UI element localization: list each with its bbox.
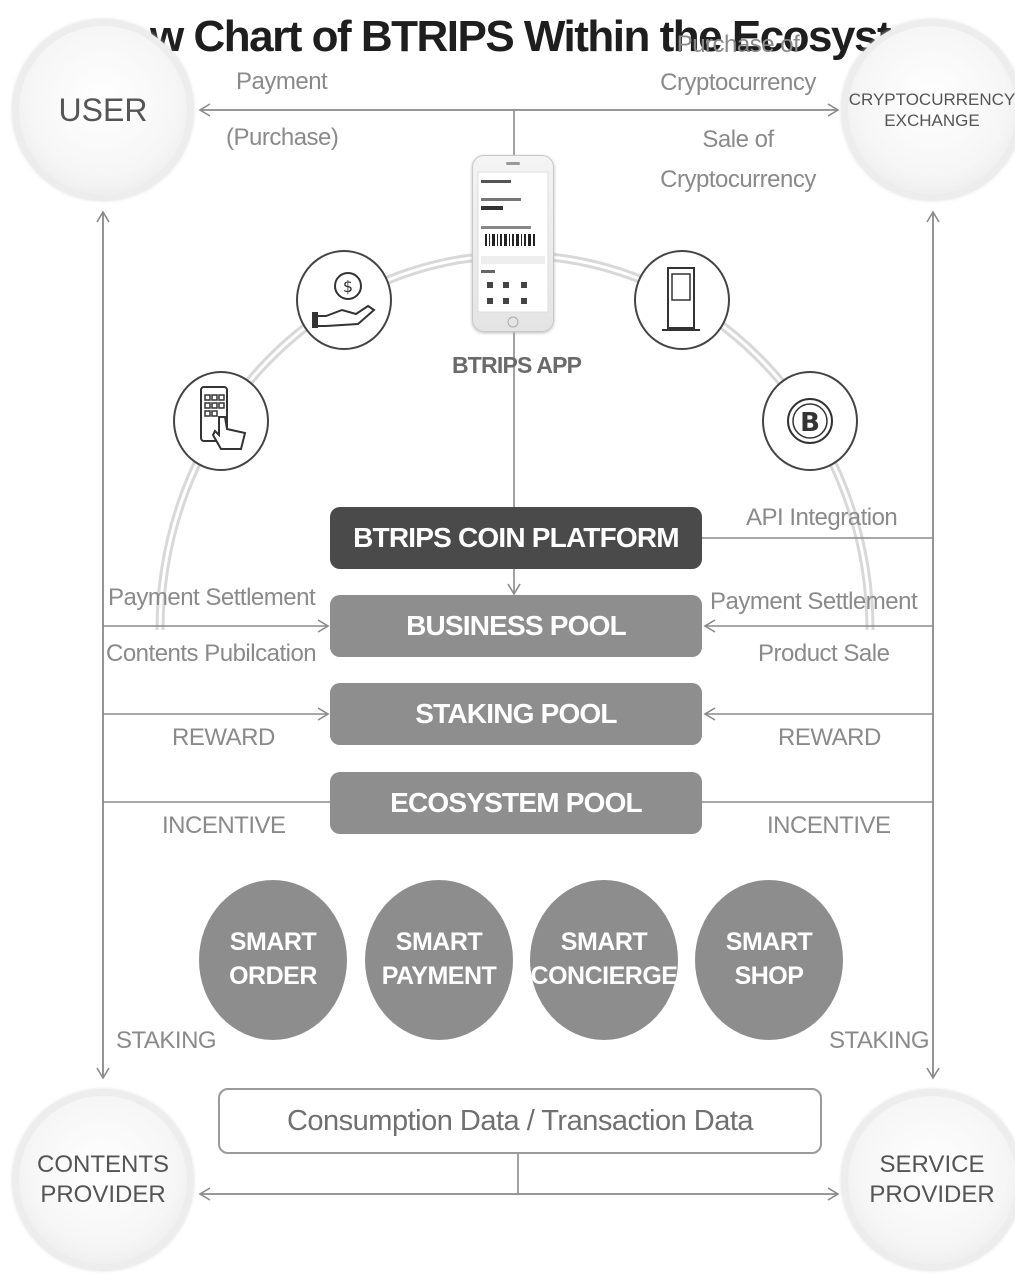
payment-settlement-right-label: Payment Settlement	[710, 588, 918, 615]
reward-right-label: REWARD	[778, 724, 881, 751]
contents-publication-label: Contents Pubilcation	[106, 640, 317, 667]
smart-shop-label: SMART SHOP	[725, 928, 813, 990]
exchange-label: CRYPTOCURRENCY EXCHANGE	[848, 89, 1015, 130]
reward-left-label: REWARD	[172, 724, 275, 751]
user-label: USER	[58, 92, 148, 128]
product-sale-label: Product Sale	[758, 640, 890, 667]
smart-order-label: SMART ORDER	[229, 928, 317, 990]
kiosk-icon	[634, 250, 730, 350]
money-hand-icon: $	[296, 250, 392, 350]
staking-right-label: STAKING	[829, 1027, 930, 1054]
ecosystem-pool: ECOSYSTEM POOL	[330, 772, 702, 834]
service-provider-label: SERVICE PROVIDER	[869, 1151, 995, 1208]
svg-text:B: B	[800, 408, 820, 438]
payment-settlement-left-label: Payment Settlement	[108, 584, 316, 611]
staking-left-label: STAKING	[116, 1027, 217, 1054]
sale-of-crypto-label: Sale of Cryptocurrency	[660, 126, 816, 193]
smart-shop-node: SMART SHOP	[695, 880, 843, 1040]
smart-payment-label: SMART PAYMENT	[381, 928, 497, 990]
btrips-coin-platform: BTRIPS COIN PLATFORM	[330, 507, 702, 569]
business-pool: BUSINESS POOL	[330, 595, 702, 657]
contents-provider-node: CONTENTS PROVIDER	[13, 1090, 193, 1270]
exchange-node: CRYPTOCURRENCY EXCHANGE	[842, 20, 1015, 200]
smart-order-node: SMART ORDER	[199, 880, 347, 1040]
service-provider-node: SERVICE PROVIDER	[842, 1090, 1015, 1270]
smart-concierge-label: SMART CONCIERGE	[530, 928, 678, 990]
consumption-data-box: Consumption Data / Transaction Data	[218, 1088, 822, 1154]
api-integration-label: API Integration	[746, 504, 898, 531]
staking-pool: STAKING POOL	[330, 683, 702, 745]
btrips-app-phone	[472, 155, 554, 332]
contents-provider-label: CONTENTS PROVIDER	[37, 1151, 169, 1208]
btrips-app-label: BTRIPS APP	[452, 352, 582, 378]
payment-label: Payment	[236, 68, 328, 95]
smart-concierge-node: SMART CONCIERGE	[530, 880, 678, 1040]
smartphone-tap-icon	[173, 371, 269, 471]
svg-text:$: $	[343, 277, 353, 296]
incentive-left-label: INCENTIVE	[162, 812, 286, 839]
smart-payment-node: SMART PAYMENT	[365, 880, 513, 1040]
purchase-of-crypto-label: Purchase of Cryptocurrency	[660, 31, 816, 96]
user-node: USER	[13, 20, 193, 200]
bitcoin-icon: B	[762, 371, 858, 471]
chart-title: w Chart of BTRIPS Within the Ecosystem	[150, 12, 952, 61]
phone-screen	[477, 162, 549, 328]
incentive-right-label: INCENTIVE	[767, 812, 891, 839]
purchase-label: (Purchase)	[226, 124, 339, 151]
